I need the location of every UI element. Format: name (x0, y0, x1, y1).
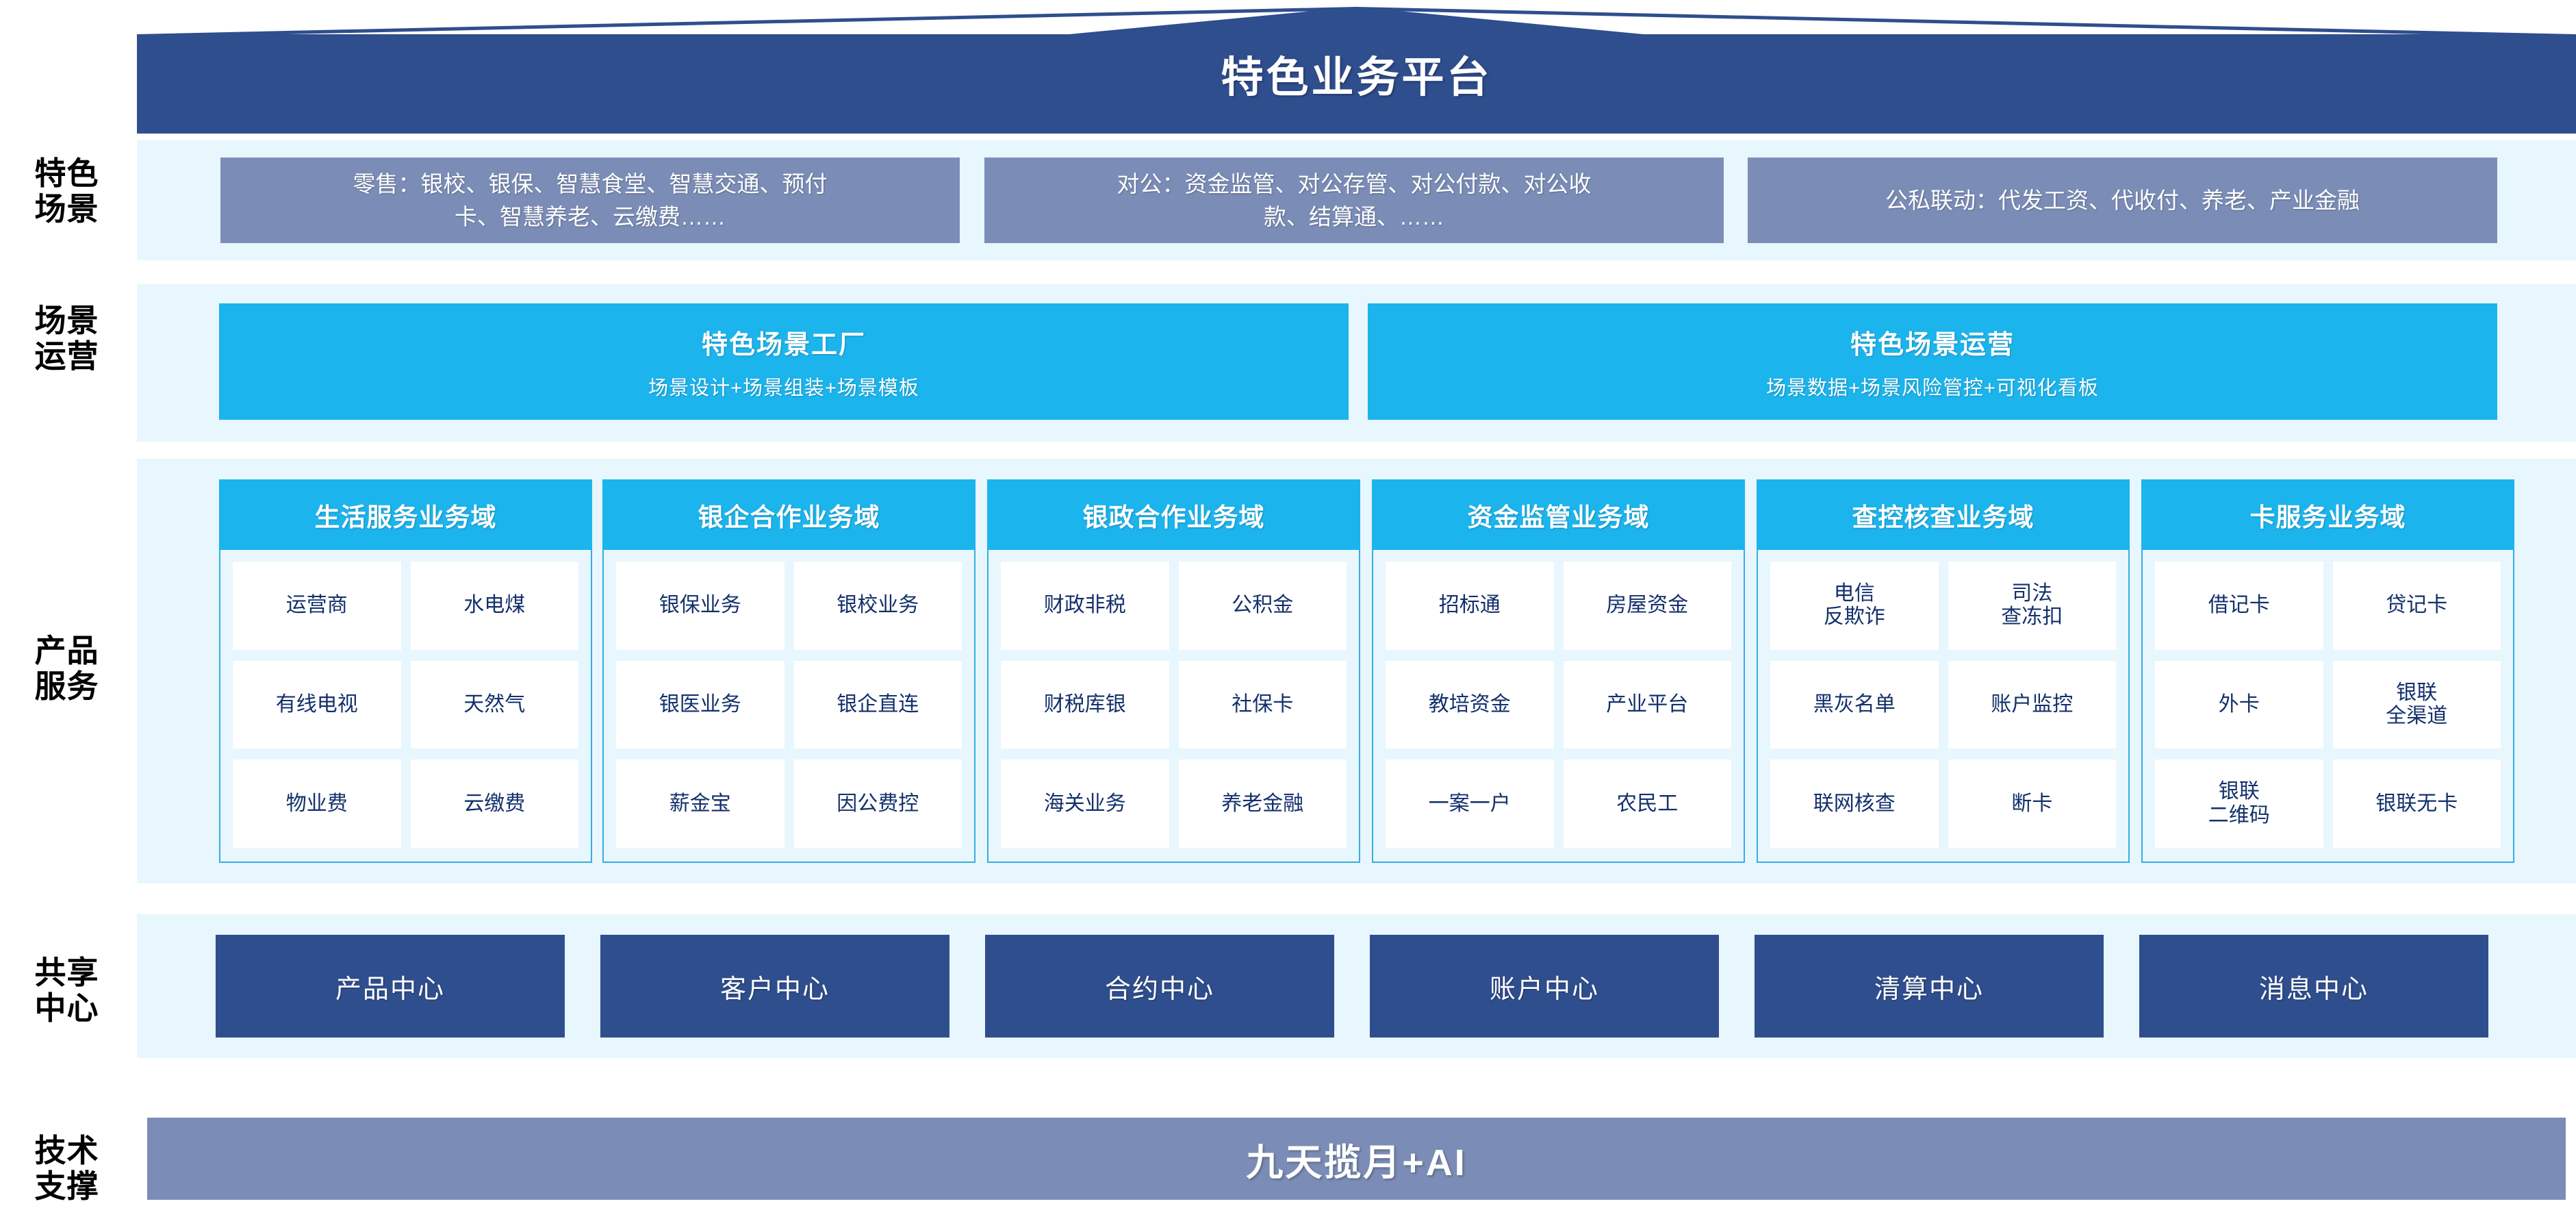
domain-item[interactable]: 房屋资金 (1563, 562, 1731, 650)
operation-operations-subtitle: 场景数据+场景风险管控+可视化看板 (1766, 377, 2099, 399)
domain-item[interactable]: 教培资金 (1386, 660, 1554, 749)
row-label-shared: 共享 中心 (34, 955, 99, 1026)
domain-item[interactable]: 外卡 (2155, 660, 2323, 749)
domain-item[interactable]: 运营商 (233, 562, 401, 650)
domain-item[interactable]: 农民工 (1563, 759, 1731, 848)
domain-item[interactable]: 借记卡 (2155, 562, 2323, 650)
roof-shape (137, 7, 2576, 134)
domain-item[interactable]: 银联 二维码 (2155, 759, 2323, 848)
domain-card-service[interactable]: 卡服务业务域 借记卡 贷记卡 外卡 银联 全渠道 银联 二维码 银联无卡 (2141, 479, 2514, 863)
domain-items: 招标通 房屋资金 教培资金 产业平台 一案一户 农民工 (1372, 550, 1745, 863)
domain-items: 财政非税 公积金 财税库银 社保卡 海关业务 养老金融 (987, 550, 1360, 863)
row-label-scene: 特色 场景 (34, 155, 99, 227)
domain-item[interactable]: 一案一户 (1386, 759, 1554, 848)
domain-investigation-control[interactable]: 查控核查业务域 电信 反欺诈 司法 查冻扣 黑灰名单 账户监控 联网核查 断卡 (1757, 479, 2130, 863)
domain-item[interactable]: 断卡 (1948, 759, 2116, 848)
operation-factory-title: 特色场景工厂 (701, 330, 866, 360)
operation-box-operations[interactable]: 特色场景运营 场景数据+场景风险管控+可视化看板 (1368, 303, 2497, 420)
domain-item[interactable]: 因公费控 (793, 759, 962, 848)
operation-box-factory[interactable]: 特色场景工厂 场景设计+场景组装+场景模板 (219, 303, 1349, 420)
domain-item[interactable]: 招标通 (1386, 562, 1554, 650)
domain-item[interactable]: 银企直连 (793, 660, 962, 749)
domain-title: 卡服务业务域 (2141, 479, 2514, 550)
domain-item[interactable]: 贷记卡 (2332, 562, 2501, 650)
center-box-customer[interactable]: 客户中心 (600, 935, 949, 1038)
domain-item[interactable]: 天然气 (410, 660, 578, 749)
domain-item[interactable]: 黑灰名单 (1770, 660, 1939, 749)
scene-box-retail[interactable]: 零售：银校、银保、智慧食堂、智慧交通、预付 卡、智慧养老、云缴费…… (220, 158, 960, 243)
domain-item[interactable]: 物业费 (233, 759, 401, 848)
domain-title: 资金监管业务域 (1372, 479, 1745, 550)
domain-item[interactable]: 银联无卡 (2332, 759, 2501, 848)
domain-item[interactable]: 银联 全渠道 (2332, 660, 2501, 749)
domain-item[interactable]: 司法 查冻扣 (1948, 562, 2116, 650)
domain-item[interactable]: 账户监控 (1948, 660, 2116, 749)
center-box-contract[interactable]: 合约中心 (985, 935, 1334, 1038)
domain-item[interactable]: 水电煤 (410, 562, 578, 650)
platform-roof: 特色业务平台 (137, 7, 2576, 134)
domain-item[interactable]: 财税库银 (1001, 660, 1169, 749)
domain-life-service[interactable]: 生活服务业务域 运营商 水电煤 有线电视 天然气 物业费 云缴费 (219, 479, 592, 863)
domain-item[interactable]: 联网核查 (1770, 759, 1939, 848)
domain-items: 电信 反欺诈 司法 查冻扣 黑灰名单 账户监控 联网核查 断卡 (1757, 550, 2130, 863)
domain-item[interactable]: 海关业务 (1001, 759, 1169, 848)
domain-item[interactable]: 财政非税 (1001, 562, 1169, 650)
domain-item[interactable]: 有线电视 (233, 660, 401, 749)
domain-item[interactable]: 社保卡 (1178, 660, 1347, 749)
operation-factory-subtitle: 场景设计+场景组装+场景模板 (648, 377, 919, 399)
center-box-product[interactable]: 产品中心 (216, 935, 565, 1038)
page-title: 特色业务平台 (1221, 54, 1492, 101)
tech-support-bar[interactable]: 九天揽月+AI (147, 1118, 2566, 1200)
row-label-operation: 场景 运营 (34, 303, 99, 374)
operation-operations-title: 特色场景运营 (1850, 330, 2015, 360)
row-label-product: 产品 服务 (34, 633, 99, 704)
domain-item[interactable]: 薪金宝 (616, 759, 785, 848)
domain-item[interactable]: 银保业务 (616, 562, 785, 650)
center-box-clearing[interactable]: 清算中心 (1755, 935, 2104, 1038)
domain-items: 运营商 水电煤 有线电视 天然气 物业费 云缴费 (219, 550, 592, 863)
domain-items: 借记卡 贷记卡 外卡 银联 全渠道 银联 二维码 银联无卡 (2141, 550, 2514, 863)
domain-item[interactable]: 养老金融 (1178, 759, 1347, 848)
domain-items: 银保业务 银校业务 银医业务 银企直连 薪金宝 因公费控 (602, 550, 975, 863)
domain-title: 银企合作业务域 (602, 479, 975, 550)
center-box-account[interactable]: 账户中心 (1370, 935, 1719, 1038)
domain-title: 银政合作业务域 (987, 479, 1360, 550)
domain-bank-government[interactable]: 银政合作业务域 财政非税 公积金 财税库银 社保卡 海关业务 养老金融 (987, 479, 1360, 863)
row-label-tech: 技术 支撑 (34, 1133, 99, 1204)
domain-item[interactable]: 公积金 (1178, 562, 1347, 650)
domain-item[interactable]: 银医业务 (616, 660, 785, 749)
domain-item[interactable]: 电信 反欺诈 (1770, 562, 1939, 650)
scene-box-public-private[interactable]: 公私联动：代发工资、代收付、养老、产业金融 (1748, 158, 2497, 243)
domain-bank-enterprise[interactable]: 银企合作业务域 银保业务 银校业务 银医业务 银企直连 薪金宝 因公费控 (602, 479, 975, 863)
domain-item[interactable]: 云缴费 (410, 759, 578, 848)
scene-box-corporate[interactable]: 对公：资金监管、对公存管、对公付款、对公收 款、结算通、…… (984, 158, 1724, 243)
domain-item[interactable]: 产业平台 (1563, 660, 1731, 749)
domain-fund-supervision[interactable]: 资金监管业务域 招标通 房屋资金 教培资金 产业平台 一案一户 农民工 (1372, 479, 1745, 863)
domain-item[interactable]: 银校业务 (793, 562, 962, 650)
center-box-message[interactable]: 消息中心 (2139, 935, 2488, 1038)
domain-title: 生活服务业务域 (219, 479, 592, 550)
domain-title: 查控核查业务域 (1757, 479, 2130, 550)
